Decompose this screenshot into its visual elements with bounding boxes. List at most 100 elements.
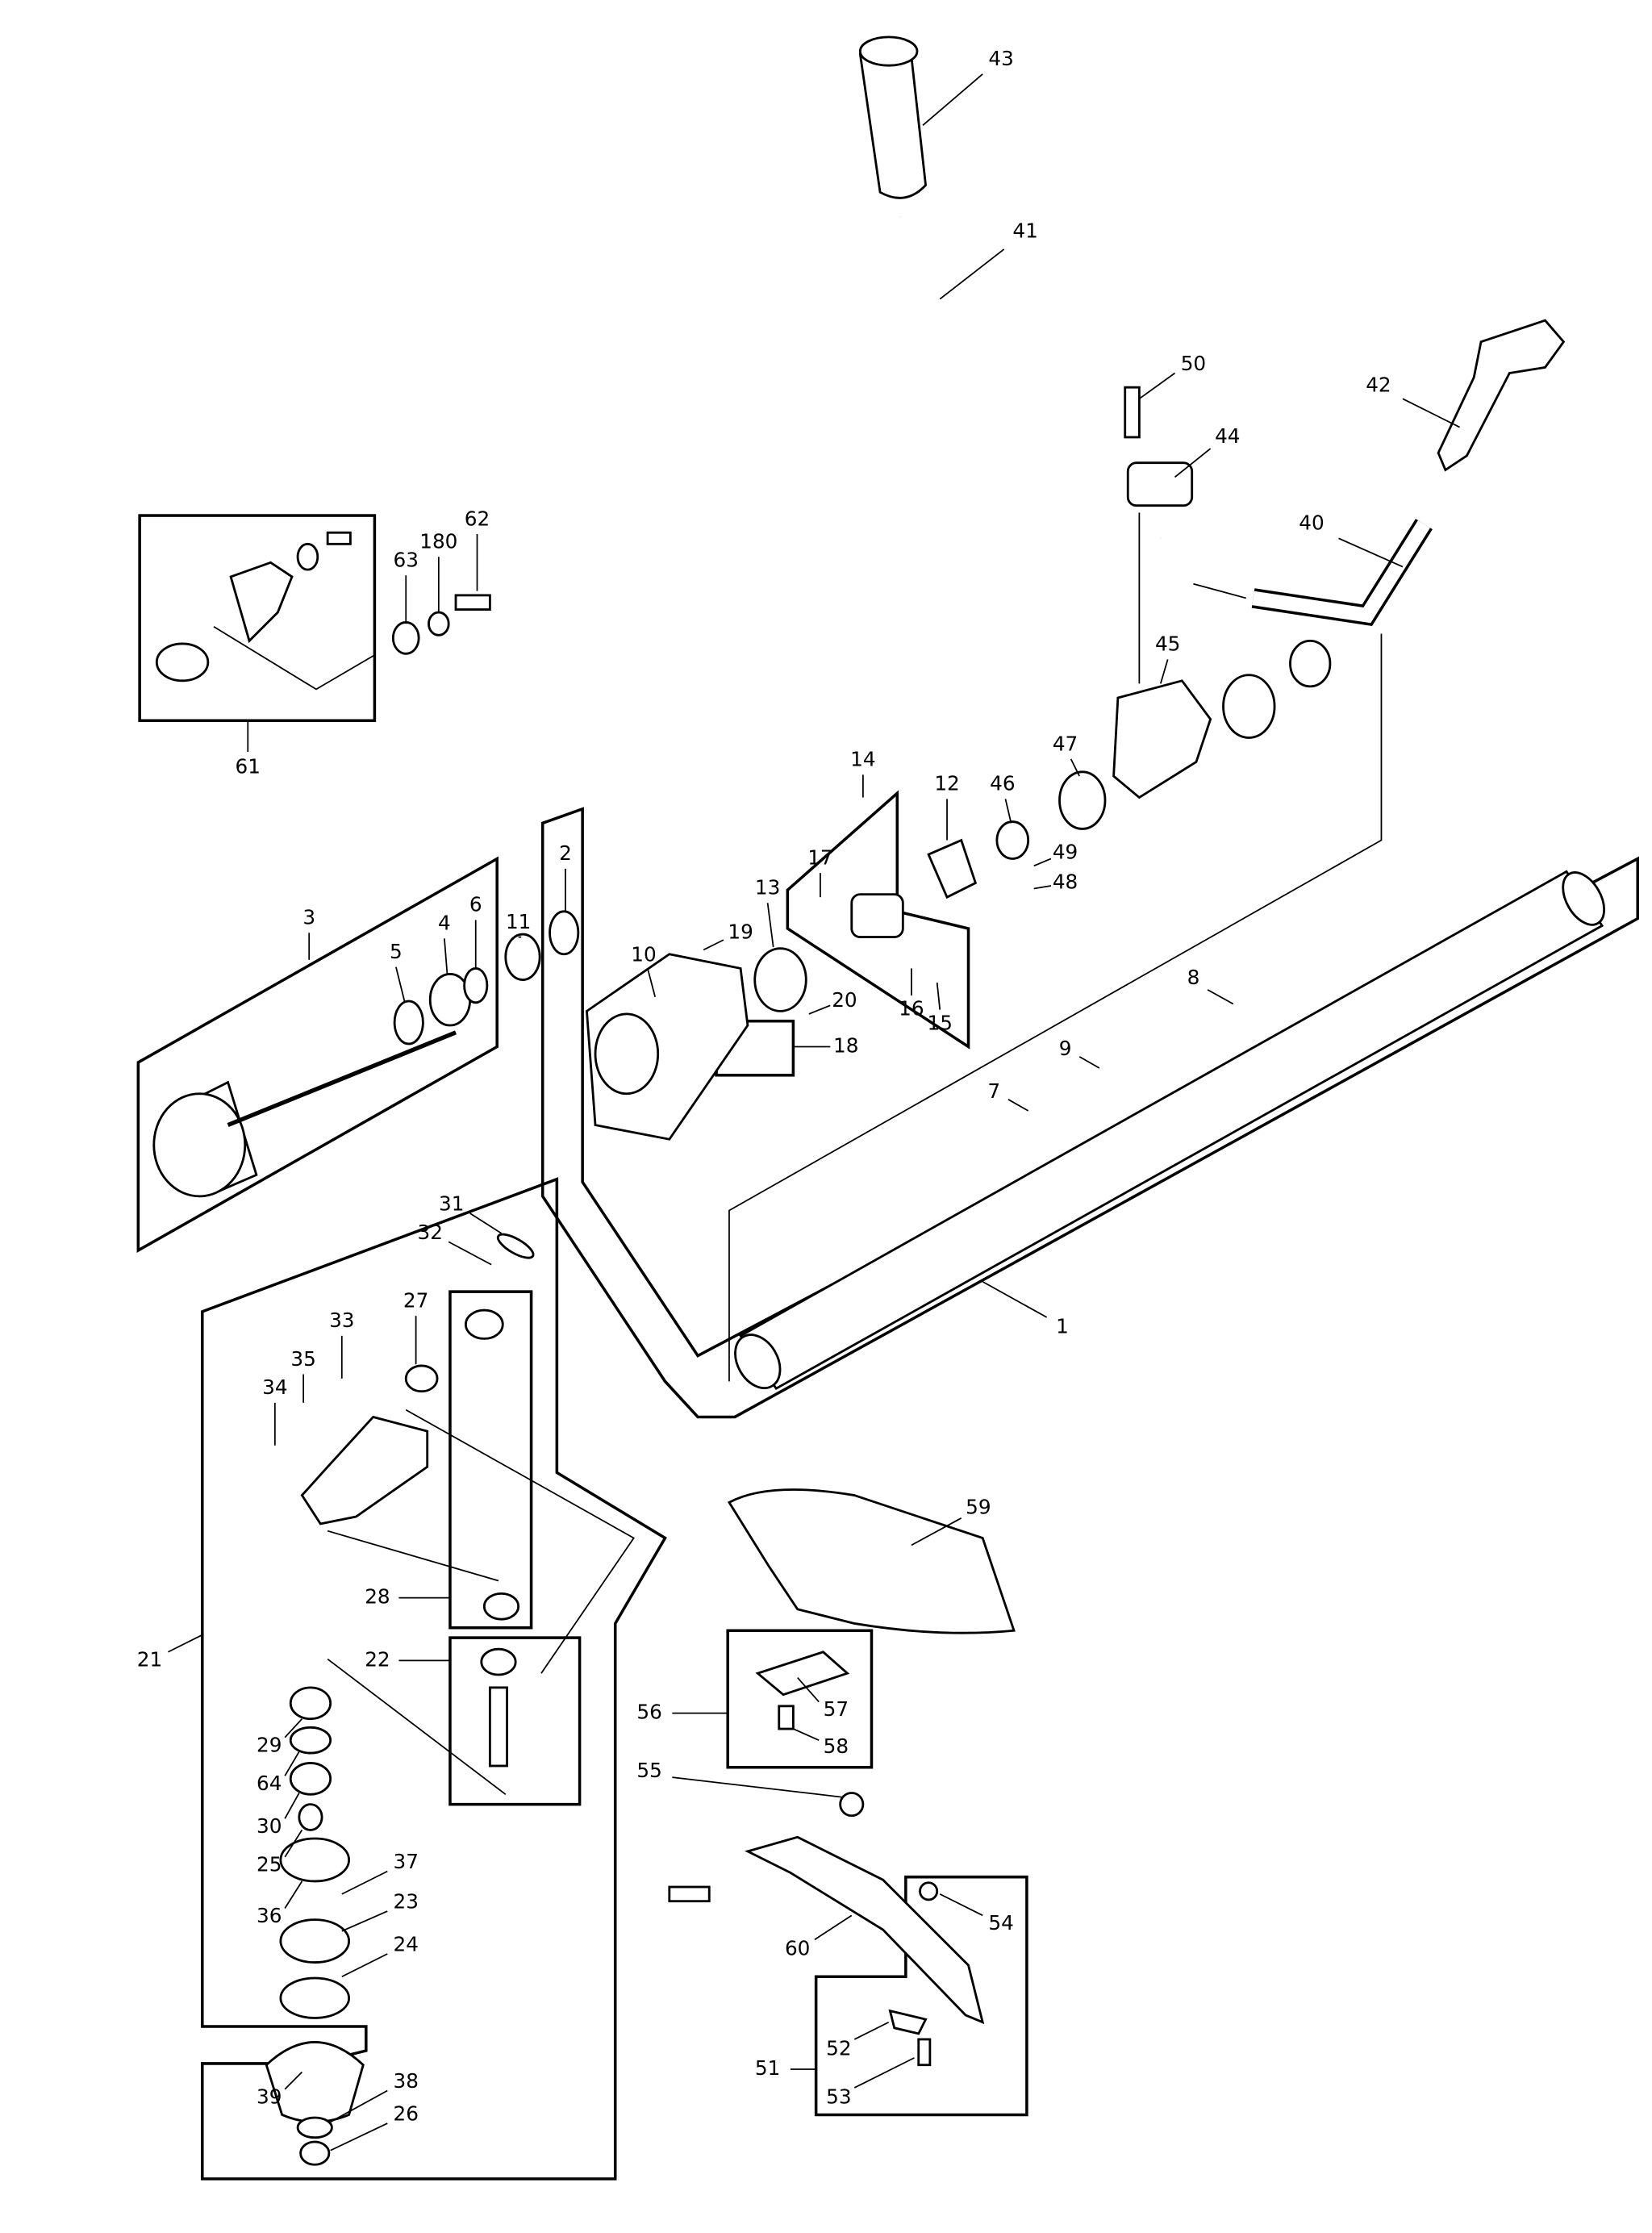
part-label-7: 7 [987,1079,1000,1103]
box-2-housing [540,807,1639,1419]
part-label-16: 16 [899,997,924,1021]
part-label-29: 29 [257,1733,282,1756]
box-56 [726,1629,874,1769]
part-1-shaft-tube [734,870,1606,1391]
part-label-5: 5 [390,940,403,963]
part-55-bolt [668,1885,711,1903]
part-label-13: 13 [755,876,780,899]
leader-line-26 [330,2122,388,2152]
part-label-56: 56 [636,1701,661,1724]
leader-line-39 [284,2071,302,2090]
part-29-bearing [289,1686,332,1721]
part-label-55: 55 [636,1759,661,1782]
part-28-bearing [482,1592,520,1621]
part-label-34: 34 [262,1375,287,1399]
part-label-10: 10 [631,943,656,966]
part-holder-ring [1222,674,1276,739]
part-12-clamp [927,838,978,899]
leader-line-53 [853,2057,915,2089]
connector-line [213,625,375,691]
part-64-ring [289,1726,332,1755]
leader-line-52 [853,2021,890,2040]
box-3 [136,856,499,1253]
leader-line-36 [284,1880,303,1909]
part-holder-cap [1289,639,1332,688]
part-14-clamp [850,893,904,938]
parts-drawings [152,35,1606,2166]
part-label-180: 180 [419,530,457,553]
leader-line-38 [330,2089,388,2123]
part-label-46: 46 [990,772,1015,795]
part-label-4: 4 [438,912,451,935]
part-label-38: 38 [394,2069,419,2093]
connector-line [728,633,1383,1382]
assembly-boxes [136,514,1639,2181]
leader-line-15 [936,982,941,1010]
part-180-washer [428,611,450,637]
part-27-bearing-upper [464,1308,504,1340]
part-38-washer [296,2116,333,2139]
part-31-pin [496,1233,535,1259]
part-label-53: 53 [826,2085,851,2108]
part-3-clutch-drum [152,1030,457,1198]
part-label-44: 44 [1215,424,1240,448]
part-label-57: 57 [824,1697,849,1721]
part-label-15: 15 [928,1011,953,1034]
part-label-3: 3 [302,906,315,929]
part-24-washer [279,1976,351,2019]
part-label-20: 20 [832,988,857,1012]
part-label-61: 61 [236,755,261,778]
leader-line-54 [939,1893,983,1917]
connector-line [327,1658,507,1795]
connector-line [1193,582,1246,599]
part-label-19: 19 [728,920,753,943]
leader-line-55 [672,1776,844,1798]
part-label-30: 30 [257,1814,282,1838]
leader-line-5 [395,966,406,1002]
leader-line-8 [1207,989,1234,1005]
part-62-bolt [454,594,491,611]
part-46-bushing [995,820,1030,860]
part-label-59: 59 [966,1495,991,1518]
leader-line-1 [982,1281,1048,1318]
leader-line-13 [766,903,774,948]
leader-line-25 [284,1829,303,1858]
part-label-14: 14 [850,748,875,771]
part-label-62: 62 [465,507,490,530]
part-50-bolt [1124,386,1141,439]
leader-line-43 [922,73,983,127]
part-label-32: 32 [418,1221,443,1244]
part-label-60: 60 [785,1937,810,1960]
part-label-47: 47 [1053,732,1078,755]
leader-line-20 [808,1004,831,1015]
part-label-45: 45 [1155,632,1180,656]
leader-line-42 [1402,398,1460,428]
part-41-handle-bar [899,215,1162,540]
part-label-11: 11 [506,910,531,933]
box-61 [138,514,377,723]
leader-line-41 [939,248,1005,300]
box-28 [448,1290,533,1630]
part-label-40: 40 [1299,511,1324,535]
part-label-52: 52 [826,2036,851,2060]
leader-line-4 [444,938,448,975]
leader-line-19 [703,939,724,951]
part-54-nut [919,1881,939,1901]
part-42-throttle [1437,319,1566,472]
part-13-sleeve [753,947,807,1012]
leader-line-21 [168,1634,203,1653]
part-63-washer [391,621,420,655]
part-45-handle-holder [1112,679,1212,799]
leader-line-23 [341,1910,388,1932]
part-label-41: 41 [1012,219,1037,243]
part-label-1: 1 [1056,1314,1069,1338]
part-label-58: 58 [824,1734,849,1758]
leader-line-29 [284,1718,303,1738]
part-label-43: 43 [988,47,1013,70]
part-label-35: 35 [290,1347,315,1371]
part-6-ring [463,966,489,1004]
leader-line-30 [284,1793,300,1819]
part-label-18: 18 [833,1034,858,1058]
leader-line-60 [814,1914,853,1941]
